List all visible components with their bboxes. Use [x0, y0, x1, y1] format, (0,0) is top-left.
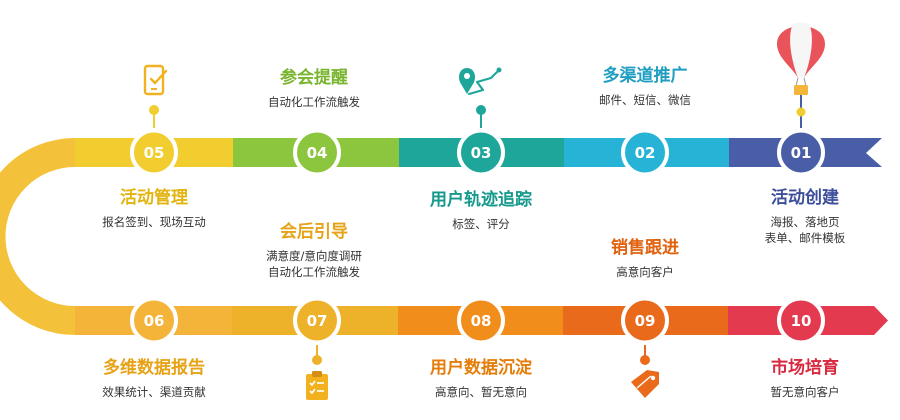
step-circle-01: 01 [777, 128, 825, 177]
step-title: 市场培育 [771, 358, 839, 378]
step-circle-05: 05 [130, 128, 178, 177]
step-description: 高意向客户 [616, 265, 674, 279]
step-circle-02: 02 [621, 128, 669, 177]
step-circle-badge [621, 128, 669, 177]
step-number: 03 [471, 144, 492, 162]
step-number: 10 [791, 312, 812, 330]
step-circle-badge [457, 128, 505, 177]
step-number: 05 [144, 144, 165, 162]
step-description: 报名签到、现场互动 [102, 215, 206, 229]
pin-connectors [149, 94, 806, 365]
step-title: 活动创建 [771, 188, 839, 208]
step-number: 07 [307, 312, 328, 330]
step-description: 满意度/意向度调研 [266, 249, 362, 263]
step-title: 多渠道推广 [602, 66, 688, 86]
step-circle-07: 07 [293, 296, 341, 345]
clipboard-check-icon [306, 371, 328, 400]
step-description: 表单、邮件模板 [764, 231, 846, 245]
step-circle-03: 03 [457, 128, 505, 177]
step-label-09: 销售跟进高意向客户 [611, 238, 679, 280]
step-circle-09: 09 [621, 296, 669, 345]
step-label-07: 会后引导满意度/意向度调研自动化工作流触发 [266, 222, 362, 280]
step-title: 多维数据报告 [103, 358, 205, 378]
step-label-04: 参会提醒自动化工作流触发 [268, 68, 360, 110]
step-title: 用户数据沉淀 [430, 358, 532, 378]
step-circle-08: 08 [457, 296, 505, 345]
step-title: 活动管理 [120, 188, 188, 208]
step-description: 邮件、短信、微信 [599, 93, 691, 107]
step-label-02: 多渠道推广邮件、短信、微信 [599, 66, 691, 108]
step-circle-badge [777, 128, 825, 177]
step-description: 海报、落地页 [770, 215, 840, 229]
step-label-03: 用户轨迹追踪标签、评分 [430, 190, 532, 232]
step-label-10: 市场培育暂无意向客户 [771, 358, 840, 400]
step-description: 暂无意向客户 [770, 385, 840, 399]
step-title: 销售跟进 [611, 238, 679, 258]
step-number: 01 [791, 144, 812, 162]
step-circle-badge [621, 296, 669, 345]
location-route-icon [459, 67, 502, 96]
step-description: 高意向、暂无意向 [435, 385, 527, 399]
step-description: 标签、评分 [452, 217, 510, 231]
step-circle-06: 06 [130, 296, 178, 345]
step-title: 用户轨迹追踪 [430, 190, 532, 210]
step-description: 自动化工作流触发 [268, 265, 360, 279]
step-title: 参会提醒 [280, 68, 348, 88]
step-number: 04 [307, 144, 328, 162]
step-circle-10: 10 [777, 296, 825, 345]
hot-air-balloon-icon [777, 22, 825, 95]
phone-check-icon [143, 64, 168, 96]
step-circle-badge [293, 128, 341, 177]
step-circle-badge [293, 296, 341, 345]
step-circle-badge [130, 296, 178, 345]
price-tag-icon [631, 370, 659, 398]
step-number: 02 [635, 144, 656, 162]
step-number: 09 [635, 312, 656, 330]
step-number: 08 [471, 312, 492, 330]
step-circle-badge [130, 128, 178, 177]
step-circle-badge [777, 296, 825, 345]
track-curve [0, 138, 76, 335]
step-circle-04: 04 [293, 128, 341, 177]
step-circle-badge [457, 296, 505, 345]
step-circles: 01 02 03 04 05 06 07 08 09 10 [130, 128, 825, 345]
step-label-01: 活动创建海报、落地页表单、邮件模板 [765, 188, 846, 246]
step-title: 会后引导 [280, 222, 348, 242]
step-label-06: 多维数据报告效果统计、渠道贡献 [102, 358, 206, 400]
step-number: 06 [144, 312, 165, 330]
step-description: 效果统计、渠道贡献 [102, 385, 206, 399]
step-label-05: 活动管理报名签到、现场互动 [102, 188, 206, 230]
step-description: 自动化工作流触发 [268, 95, 360, 109]
step-label-08: 用户数据沉淀高意向、暂无意向 [430, 358, 532, 400]
